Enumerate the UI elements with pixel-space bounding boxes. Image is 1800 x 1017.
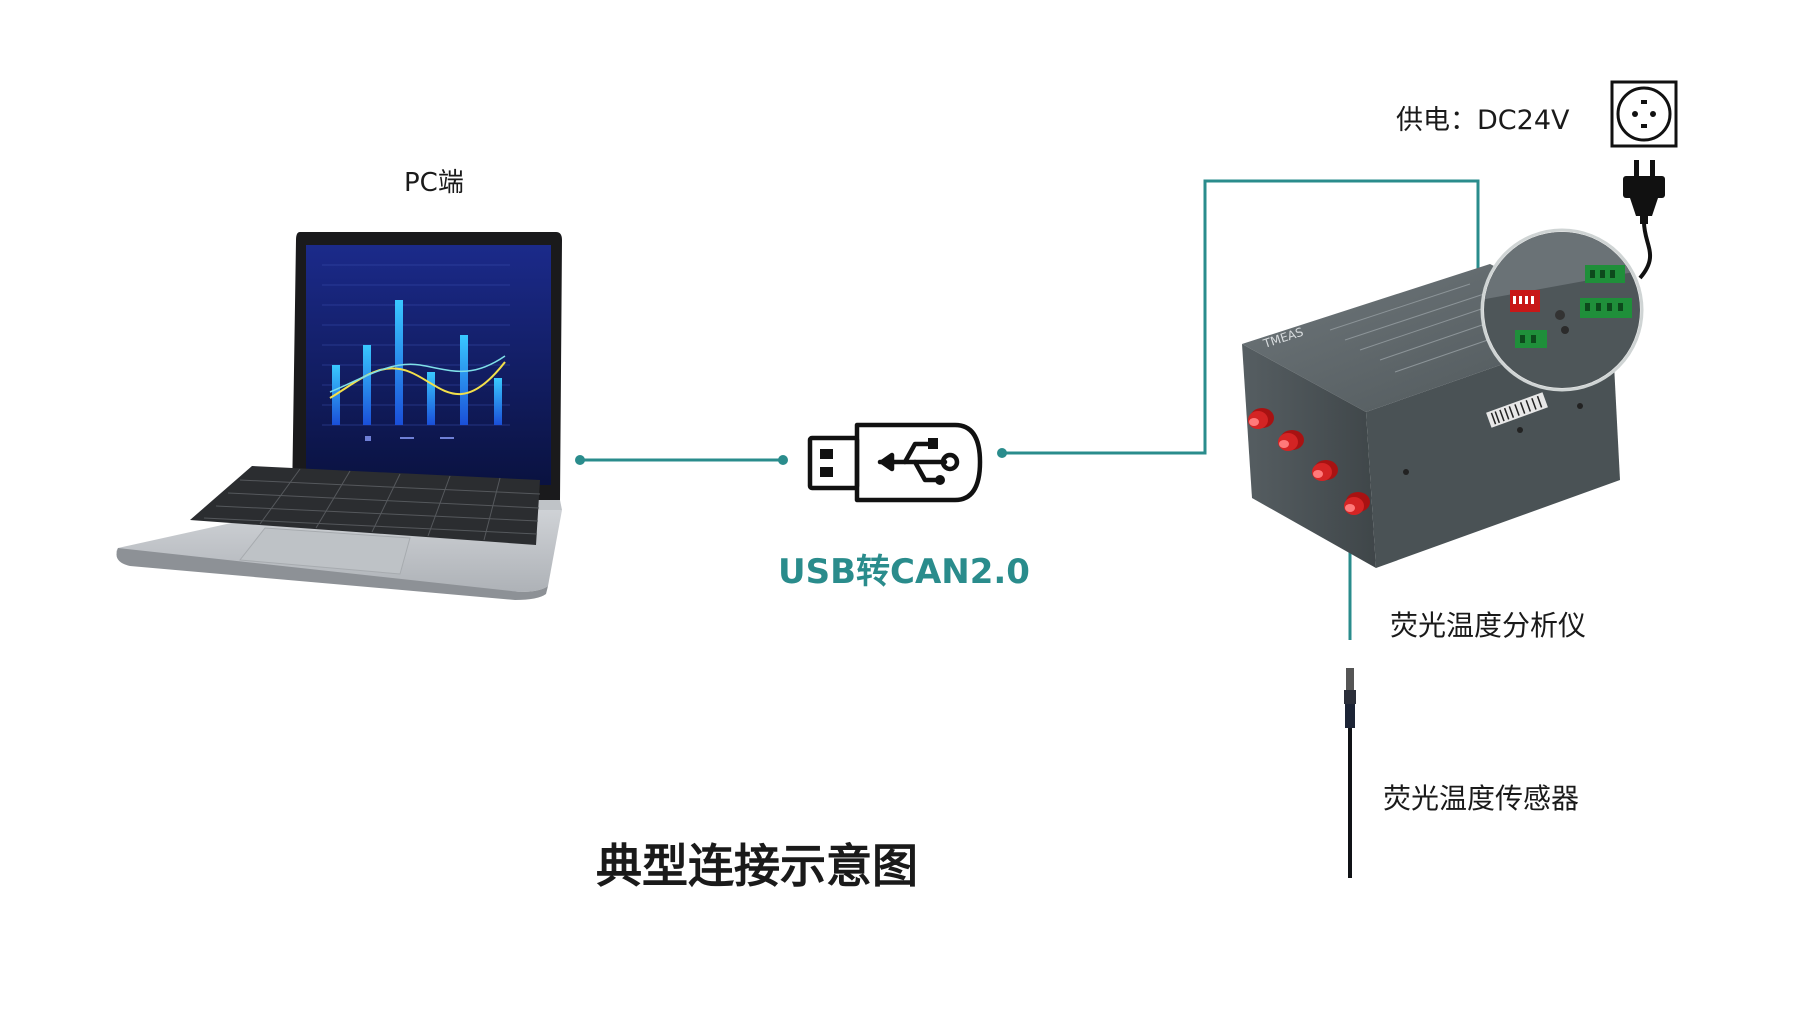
analyzer-label: 荧光温度分析仪 <box>1390 604 1586 644</box>
terminal-zoom-circle <box>1480 230 1645 390</box>
power-socket-icon <box>1612 82 1676 146</box>
laptop-icon <box>117 232 563 600</box>
connector-dot <box>575 455 585 465</box>
diagram-title: 典型连接示意图 <box>596 830 918 896</box>
power-plug-icon <box>1623 160 1665 278</box>
connector-dot <box>778 455 788 465</box>
connector-dot <box>997 448 1007 458</box>
fiber-sensor-probe <box>1344 668 1356 878</box>
usb-can-label: USB转CAN2.0 <box>778 544 1030 593</box>
usb-drive-icon <box>810 425 980 500</box>
sensor-label: 荧光温度传感器 <box>1383 777 1579 817</box>
power-supply-label: 供电：DC24V <box>1396 98 1569 137</box>
pc-label: PC端 <box>404 162 464 199</box>
